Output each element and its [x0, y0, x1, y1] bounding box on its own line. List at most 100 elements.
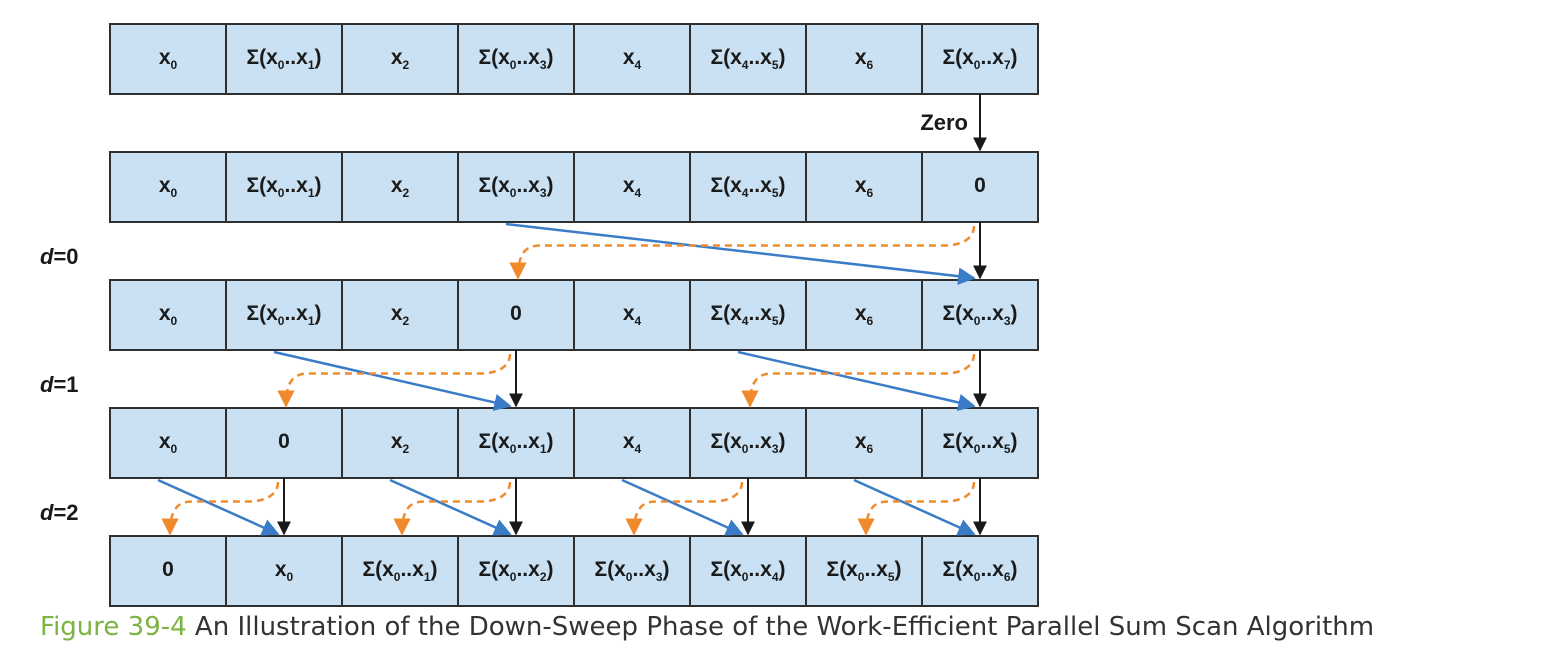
cell-box [457, 407, 575, 479]
cell-value: x2​ [391, 46, 410, 72]
array-row-3: x0​ 0 x2​ Σ(x0​..x1​) x4​ Σ(x0​..x3​) x6​ Σ(x0​… [109, 407, 1039, 479]
cell-value: 0 [278, 430, 290, 453]
cell-box [225, 535, 343, 607]
add-arrow [157, 478, 280, 536]
cell-value: Σ(x0​..x4​) [710, 558, 785, 584]
array-cell: x0​ [109, 23, 227, 95]
cell-box [341, 407, 459, 479]
array-cell: Σ(x4​..x5​) [689, 151, 807, 223]
cell-value: Σ(x0​..x1​) [478, 430, 553, 456]
figure-caption: Figure 39-4 An Illustration of the Down-… [40, 612, 1374, 642]
array-cell: x2​ [341, 279, 459, 351]
array-cell: x6​ [805, 151, 923, 223]
cell-box [689, 279, 807, 351]
array-cell: Σ(x0​..x7​) [921, 23, 1039, 95]
cell-value: Σ(x0​..x5​) [942, 430, 1017, 456]
cell-box [689, 407, 807, 479]
cell-box [921, 407, 1039, 479]
add-arrow [273, 350, 512, 412]
cell-value: x0​ [159, 430, 178, 456]
cell-value: Σ(x4​..x5​) [710, 302, 785, 328]
array-row-4: 0x0​Σ(x0​..x1​)Σ(x0​..x2​)Σ(x0​..x3​)Σ(x… [109, 535, 1039, 607]
cell-value: Σ(x0​..x7​) [942, 46, 1017, 72]
cell-box [921, 279, 1039, 351]
cell-box [109, 407, 227, 479]
cell-value: Σ(x0​..x5​) [826, 558, 901, 584]
add-arrow [853, 478, 976, 536]
cell-value: x6​ [855, 174, 874, 200]
cell-value: Σ(x4​..x5​) [710, 174, 785, 200]
add-arrow [621, 478, 744, 536]
cell-value: Σ(x0​..x3​) [594, 558, 669, 584]
array-cell: x2​ [341, 23, 459, 95]
array-row-2: x0​ Σ(x0​..x1​) x2​ 0 x4​ Σ(x4​..x5​) x6​ Σ(x0​… [109, 279, 1039, 351]
array-cell: 0 [225, 407, 343, 479]
cell-box [109, 535, 227, 607]
array-cell: Σ(x0​..x3​) [457, 23, 575, 95]
cell-box [341, 279, 459, 351]
cell-value: x2​ [391, 174, 410, 200]
cell-box [689, 151, 807, 223]
array-cell: Σ(x0​..x1​) [225, 151, 343, 223]
cell-box [341, 151, 459, 223]
array-cell: x4​ [573, 279, 691, 351]
copy-arrow [161, 481, 280, 536]
cell-box [689, 23, 807, 95]
array-cell: x4​ [573, 407, 691, 479]
copy-arrow [393, 481, 512, 536]
cell-value: Σ(x0​..x1​) [246, 174, 321, 200]
array-cell: Σ(x4​..x5​) [689, 23, 807, 95]
down-sweep-diagram: x0​ Σ(x0​..x1​) x2​ Σ(x0​..x3​) x4​ Σ(x4​..x5… [40, 23, 1039, 607]
cell-value: Σ(x0​..x1​) [246, 46, 321, 72]
array-cell: 0 [921, 151, 1039, 223]
array-cell: Σ(x4​..x5​) [689, 279, 807, 351]
zero-label: Zero [920, 110, 968, 135]
cell-value: x0​ [159, 46, 178, 72]
cell-box [921, 151, 1039, 223]
cell-value: Σ(x0​..x6​) [942, 558, 1017, 584]
array-cell: x2​ [341, 407, 459, 479]
array-cell: Σ(x0​..x3​) [457, 151, 575, 223]
array-cell: Σ(x0​..x1​) [225, 279, 343, 351]
cell-value: x2​ [391, 302, 410, 328]
cell-value: x4​ [623, 302, 642, 328]
cell-box [457, 151, 575, 223]
cell-value: Σ(x0​..x3​) [710, 430, 785, 456]
cell-box [225, 151, 343, 223]
cell-value: x6​ [855, 430, 874, 456]
cell-box [225, 407, 343, 479]
array-cell: Σ(x0​..x2​) [457, 535, 575, 607]
copy-arrow [277, 353, 512, 408]
array-cell: x6​ [805, 279, 923, 351]
array-cell: Σ(x0​..x5​) [805, 535, 923, 607]
cell-value: 0 [510, 302, 522, 325]
array-row-1: x0​ Σ(x0​..x1​) x2​ Σ(x0​..x3​) x4​ Σ(x4​..x5… [109, 151, 1039, 223]
array-cell: Σ(x0​..x6​) [921, 535, 1039, 607]
array-cell: x0​ [109, 151, 227, 223]
array-cell: Σ(x0​..x3​) [921, 279, 1039, 351]
array-cell: x4​ [573, 151, 691, 223]
cell-box [573, 279, 691, 351]
cell-value: x4​ [623, 46, 642, 72]
array-cell: Σ(x0​..x3​) [689, 407, 807, 479]
cell-box [805, 23, 923, 95]
cell-value: Σ(x0​..x1​) [246, 302, 321, 328]
add-arrow [737, 350, 976, 412]
cell-value: x4​ [623, 174, 642, 200]
cell-box [109, 151, 227, 223]
level-label-d2: d=2 [40, 500, 79, 525]
array-cell: x0​ [109, 279, 227, 351]
array-cell: Σ(x0​..x1​) [341, 535, 459, 607]
cell-box [341, 23, 459, 95]
cell-box [573, 535, 691, 607]
cell-box [805, 535, 923, 607]
cell-value: x4​ [623, 430, 642, 456]
cell-value: Σ(x0​..x3​) [942, 302, 1017, 328]
array-cell: Σ(x0​..x1​) [225, 23, 343, 95]
copy-arrow [625, 481, 744, 536]
cell-value: 0 [162, 558, 174, 581]
cell-box [921, 535, 1039, 607]
cell-value: x0​ [159, 302, 178, 328]
level-label-d0: d=0 [40, 244, 79, 269]
array-cell: x2​ [341, 151, 459, 223]
